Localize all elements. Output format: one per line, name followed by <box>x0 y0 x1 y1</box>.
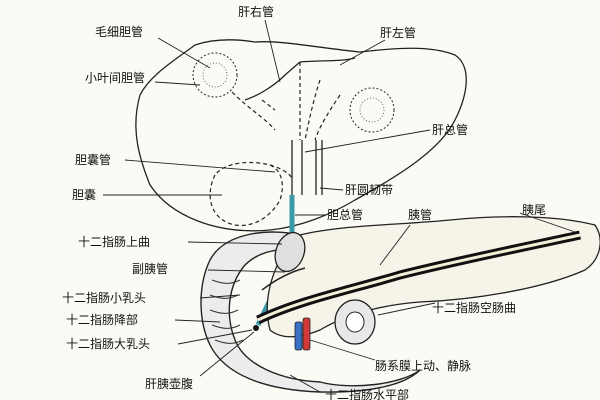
label-duodenum-superior-flexure: 十二指肠上曲 <box>78 234 150 249</box>
label-pancreas-tail: 胰尾 <box>522 203 546 217</box>
leader-duodenojejunal-flexure <box>377 302 436 316</box>
label-common-bile-duct: 胆总管 <box>327 207 363 222</box>
leader-common-hepatic-duct <box>304 129 431 153</box>
label-gallbladder: 胆囊 <box>72 187 96 202</box>
hepatic-lobule-left-inner <box>202 62 228 88</box>
leader-duodenum-superior-flexure <box>187 241 283 245</box>
cystic-duct-path <box>269 164 293 179</box>
leader-cystic-duct <box>124 159 276 173</box>
intrahepatic-ducts <box>231 62 341 141</box>
leader-pancreatic-duct <box>379 224 411 266</box>
leader-hepatopancreatic-ampulla <box>199 331 255 377</box>
pancreas-body <box>266 216 600 338</box>
common-hepatic-duct-path <box>291 140 303 195</box>
pancreatic-duct-inner <box>257 233 581 322</box>
ampulla-marker <box>253 325 259 331</box>
leader-interlobular-bile-duct <box>154 81 201 86</box>
hepatic-lobule-left <box>192 52 238 98</box>
label-duodenojejunal-flexure: 十二指肠空肠曲 <box>432 300 516 315</box>
duodenum-mucosal-folds <box>209 279 244 344</box>
leader-lines <box>103 19 576 393</box>
label-minor-duodenal-papilla: 十二指肠小乳头 <box>62 290 146 305</box>
duodenum-loop-outer <box>200 231 421 393</box>
hepatic-lobule-right-inner <box>359 97 385 123</box>
label-duodenum-horizontal-part: 十二指肠水平部 <box>325 387 409 400</box>
duodenojejunal-lumen <box>345 311 365 333</box>
liver-outline <box>135 39 467 232</box>
label-mesenteric-vessels: 肠系膜上动、静脉 <box>375 358 471 373</box>
right-hepatic-duct-path <box>244 61 301 101</box>
label-common-hepatic-duct: 肝总管 <box>432 122 468 137</box>
label-capillary-bile-duct: 毛细胆管 <box>95 24 143 39</box>
hepatic-lobule-right <box>349 87 395 133</box>
leader-left-hepatic-duct <box>339 39 386 66</box>
label-major-duodenal-papilla: 十二指肠大乳头 <box>66 336 150 351</box>
superior-mesenteric-vein <box>294 321 303 351</box>
leader-minor-duodenal-papilla <box>199 294 241 299</box>
label-left-hepatic-duct: 肝左管 <box>380 25 416 40</box>
leader-major-duodenal-papilla <box>177 329 253 345</box>
leader-duodenum-horizontal-part <box>289 374 321 393</box>
label-cystic-duct: 胆囊管 <box>75 152 111 167</box>
leader-round-ligament <box>319 187 344 191</box>
leader-mesenteric-vessels <box>309 339 376 361</box>
gallbladder-shape <box>209 161 283 227</box>
leader-duodenum-descending-part <box>174 319 221 323</box>
leader-right-hepatic-duct <box>264 19 281 83</box>
label-accessory-pancreatic-duct: 副胰管 <box>132 261 168 276</box>
label-duodenum-descending-part: 十二指肠降部 <box>66 312 138 327</box>
label-right-hepatic-duct: 肝右管 <box>238 4 274 19</box>
label-round-ligament: 肝圆韧带 <box>345 183 393 197</box>
round-ligament-path <box>315 140 323 195</box>
leader-pancreas-tail <box>519 212 576 233</box>
label-hepatopancreatic-ampulla: 肝胰壶腹 <box>145 376 193 391</box>
leader-capillary-bile-duct <box>157 37 211 69</box>
duodenum-superior-cut-end <box>274 231 306 273</box>
leader-accessory-pancreatic-duct <box>207 269 286 273</box>
label-pancreatic-duct: 胰管 <box>408 207 432 222</box>
superior-mesenteric-artery <box>302 317 311 351</box>
label-interlobular-bile-duct: 小叶间胆管 <box>85 70 145 85</box>
accessory-pancreatic-duct-path <box>261 267 306 291</box>
